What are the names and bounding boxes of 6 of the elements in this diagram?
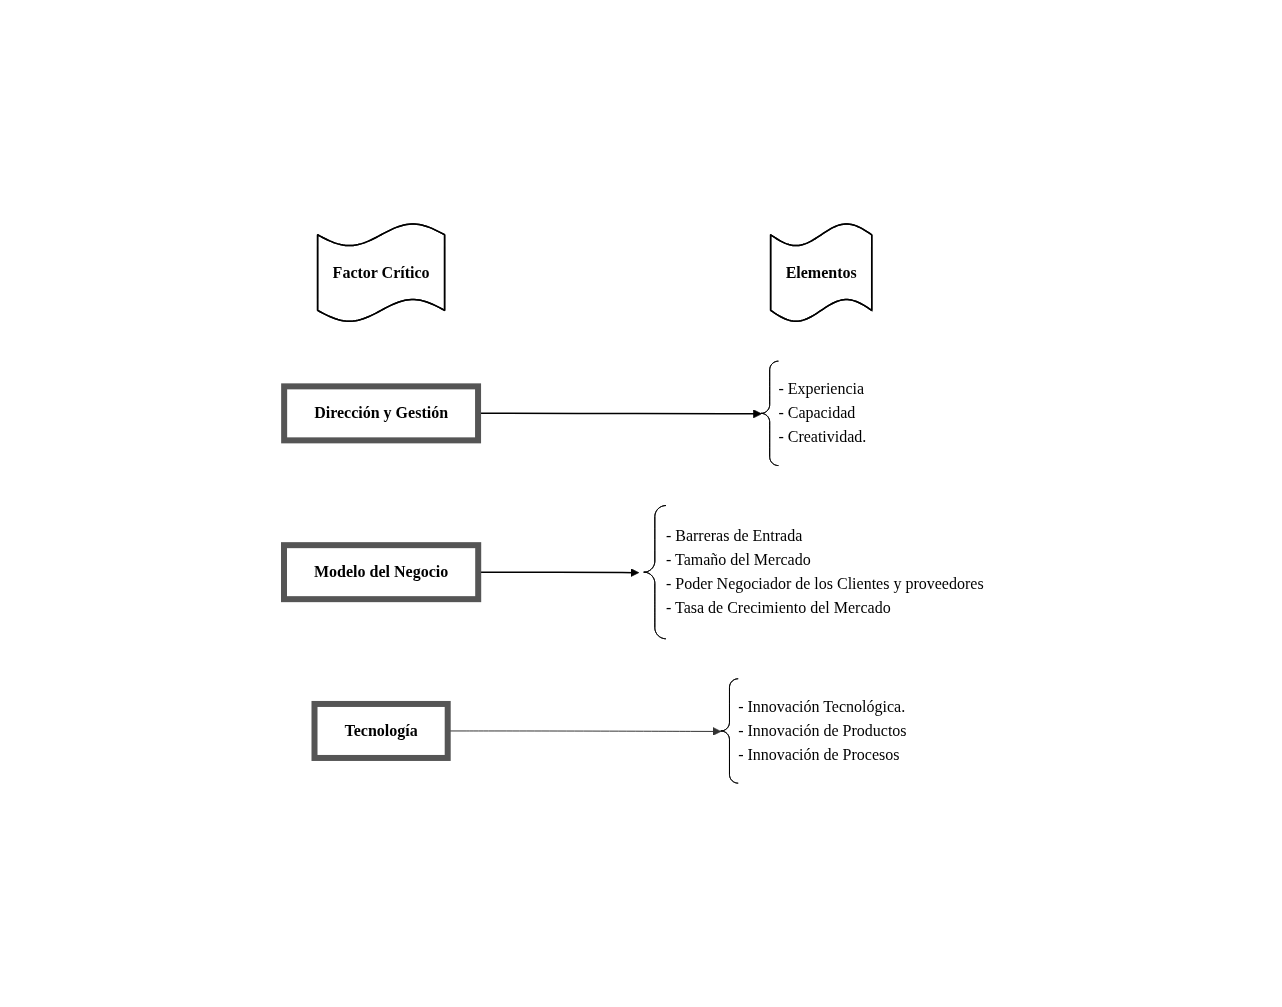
node-text: - Barreras de Entrada - Tamaño del Mercado - Poder Negociador de los Clientes y proveedores - Tasa de Crecimiento del Mercado — [665, 527, 984, 617]
node-text: - Innovación Tecnológica. - Innovación de Productos - Innovación de Procesos — [737, 697, 907, 763]
node-box: Modelo del Negocio — [280, 542, 481, 603]
node-box: Dirección y Gestión — [280, 383, 481, 444]
node-text: - Experiencia - Capacidad - Creatividad. — [778, 380, 867, 446]
node-box: Tecnología — [311, 700, 451, 761]
